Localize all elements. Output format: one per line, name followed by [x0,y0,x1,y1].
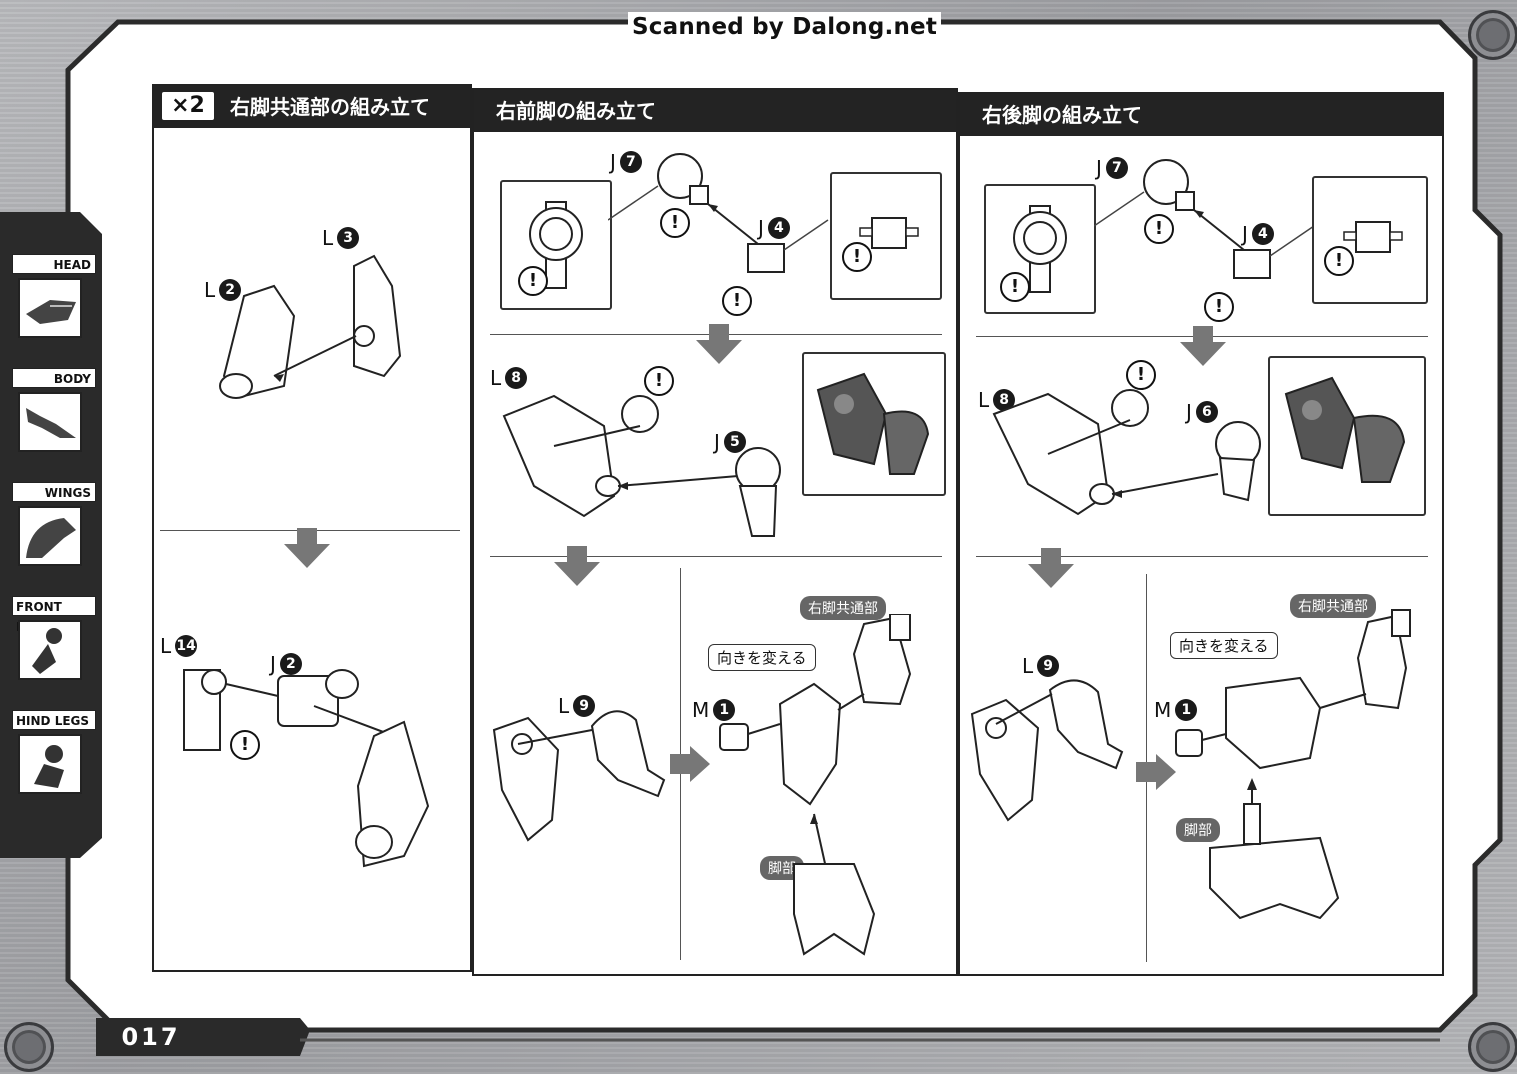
caution-icon: ! [230,730,260,760]
down-arrow-icon [1028,548,1074,588]
corner-gauge-bottom-right [1468,1022,1517,1072]
common-part-label: 右脚共通部 [800,596,886,620]
down-arrow-icon [1180,326,1226,366]
panel-header: 右前脚の組み立て [474,90,956,132]
detail-inset-box [1312,176,1428,304]
sidebar-tab-body[interactable]: BODY [12,368,98,454]
part-drawing-front-leg-assembly [719,614,912,956]
sidebar-tab-label: FRONT LEGS [12,596,96,634]
caution-icon: ! [1000,272,1030,302]
caution-icon: ! [722,286,752,316]
caution-icon: ! [1324,246,1354,276]
hind-legs-thumbnail-icon [18,734,82,794]
sidebar-tab-wings[interactable]: WINGS [12,482,98,568]
common-part-label: 右脚共通部 [1290,594,1376,618]
detail-inset-box [500,180,612,310]
sidebar-tab-label: HEAD [12,254,96,274]
right-arrow-icon [1136,754,1176,790]
panel-title: 右前脚の組み立て [496,99,656,123]
sidebar-tab-front-legs[interactable]: FRONT LEGS [12,596,98,682]
sidebar-tab-hind-legs[interactable]: HIND LEGS [12,710,98,796]
step-divider [490,556,942,557]
caution-icon: ! [660,208,690,238]
caution-icon: ! [518,266,548,296]
rotate-callout: 向きを変える [708,644,816,671]
sidebar-tab-label: BODY [12,368,96,388]
part-drawing-l9-assembly [492,710,666,842]
quantity-badge: ×2 [162,92,214,120]
part-drawing-l2-l3 [219,254,402,399]
part-drawing-l8-j5 [502,394,781,537]
down-arrow-icon [554,546,600,586]
caution-icon: ! [1126,360,1156,390]
caution-icon: ! [842,242,872,272]
corner-gauge-bottom-left [4,1022,54,1072]
sidebar-tab-head[interactable]: HEAD [12,254,98,340]
caution-icon: ! [1144,214,1174,244]
panel-header: 右後脚の組み立て [960,94,1442,136]
part-drawing-l8-j6 [992,389,1261,516]
corner-gauge-top-right [1468,10,1517,60]
panel-title: 右脚共通部の組み立て [230,95,430,119]
caution-icon: ! [1204,292,1234,322]
page-number: 017 [121,1023,181,1051]
part-drawing-j7-j4 [608,153,829,273]
wings-thumbnail-icon [18,506,82,566]
part-drawing-hind-leg-assembly [1175,609,1411,920]
panel-header: ×2 右脚共通部の組み立て [154,86,470,128]
down-arrow-icon [696,324,742,364]
panel-title: 右後脚の組み立て [982,103,1142,127]
part-drawing-l14-j2 [183,669,430,868]
step-divider [976,556,1428,557]
front-legs-thumbnail-icon [18,620,82,680]
detail-inset-box [984,184,1096,314]
foot-part-label: 脚部 [1176,818,1220,842]
down-arrow-icon [284,528,330,568]
head-thumbnail-icon [18,278,82,338]
right-arrow-icon [670,746,710,782]
part-drawing-j7-j4 [1094,159,1315,279]
sidebar-tab-label: WINGS [12,482,96,502]
sidebar-tab-label: HIND LEGS [12,710,96,730]
part-drawing-l9-assembly [970,679,1124,822]
body-thumbnail-icon [18,392,82,452]
detail-inset-box [830,172,942,300]
caution-icon: ! [644,366,674,396]
rotate-callout: 向きを変える [1170,632,1278,659]
scan-credit: Scanned by Dalong.net [628,12,942,42]
detail-inset-box [1268,356,1426,516]
detail-inset-box [802,352,946,496]
